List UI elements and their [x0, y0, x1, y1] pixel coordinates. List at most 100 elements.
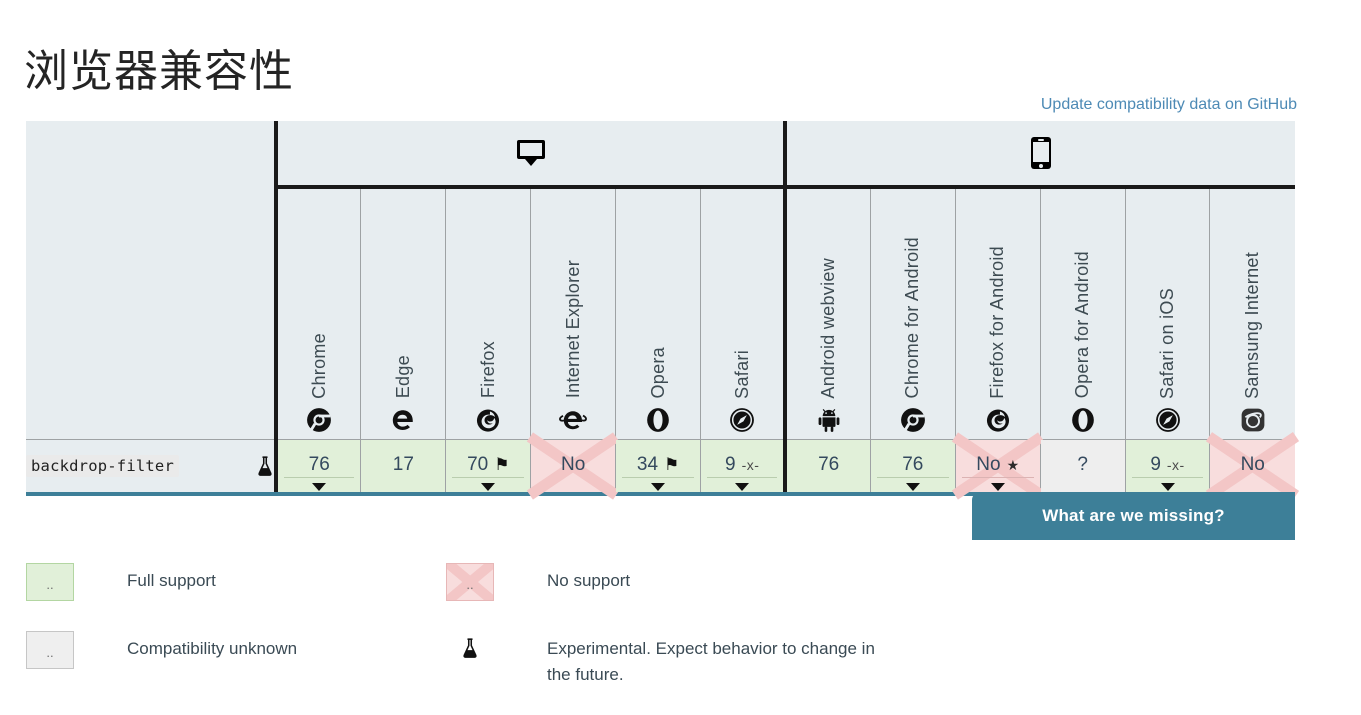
support-version: 76	[308, 454, 330, 476]
browser-header-safari-on-ios[interactable]: Safari on iOS	[1124, 187, 1210, 440]
legend-swatch-dots: ..	[46, 577, 54, 592]
browser-header-row: Chrome Edge Fi	[26, 187, 1295, 440]
chrome-icon	[900, 405, 926, 435]
legend-swatch-full-support: ..	[26, 563, 74, 601]
browser-header-label: Safari	[731, 349, 752, 399]
support-cell-opera-for-android[interactable]: ?	[1039, 439, 1126, 496]
mobile-icon	[1031, 137, 1052, 169]
expand-chevron-icon[interactable]	[278, 483, 360, 491]
legend-label: Compatibility unknown	[127, 639, 298, 658]
legend-swatch-unknown: ..	[26, 631, 74, 669]
browser-header-label: Chrome for Android	[902, 237, 923, 399]
browser-header-label: Chrome	[308, 332, 329, 399]
support-version: 17	[392, 454, 414, 476]
support-version: No	[1240, 454, 1265, 476]
browser-header-label: Opera for Android	[1072, 251, 1093, 399]
browser-header-samsung-internet[interactable]: Samsung Internet	[1209, 187, 1295, 440]
browser-header-label: Safari on iOS	[1157, 287, 1178, 399]
flask-icon	[446, 631, 494, 659]
support-cell-samsung-internet[interactable]: No	[1209, 439, 1295, 496]
browser-header-label: Firefox for Android	[987, 245, 1008, 399]
cell-divider	[961, 477, 1034, 478]
samsung-internet-icon	[1240, 405, 1266, 435]
table-corner-cell	[26, 121, 278, 440]
cell-divider	[452, 477, 525, 478]
platform-header-mobile	[783, 121, 1295, 189]
vendor-prefix-marker: -x-	[741, 456, 760, 473]
browser-header-opera-for-android[interactable]: Opera for Android	[1039, 187, 1126, 440]
feature-row-backdrop-filter: backdrop-filter 76 17	[26, 439, 1295, 496]
page-title: 浏览器兼容性	[24, 47, 294, 97]
firefox-icon	[475, 405, 501, 435]
support-cell-edge[interactable]: 17	[360, 439, 446, 496]
vendor-prefix-marker: -x-	[1166, 456, 1185, 473]
expand-chevron-icon[interactable]	[446, 483, 530, 491]
opera-icon	[1071, 405, 1095, 435]
support-cell-opera[interactable]: 34 ⚑	[615, 439, 701, 496]
expand-chevron-icon[interactable]	[701, 483, 783, 491]
footnote-star-icon: ★	[1006, 456, 1020, 473]
support-version: 9	[1150, 454, 1161, 476]
legend-row: .. Compatibility unknown Experimental. E…	[26, 631, 1306, 688]
support-version: ?	[1077, 454, 1088, 476]
support-version: No	[976, 454, 1001, 476]
update-compatibility-data-link[interactable]: Update compatibility data on GitHub	[1040, 96, 1297, 113]
safari-icon	[729, 405, 755, 435]
support-cell-chrome-for-android[interactable]: 76	[869, 439, 956, 496]
edge-icon	[390, 405, 416, 435]
expand-chevron-icon[interactable]	[616, 483, 700, 491]
legend: .. Full support .. No support .. Compati…	[26, 563, 1306, 715]
legend-swatch-no-support: ..	[446, 563, 494, 601]
browser-header-edge[interactable]: Edge	[360, 187, 446, 440]
browser-header-chrome[interactable]: Chrome	[275, 187, 361, 440]
flag-icon: ⚑	[664, 455, 680, 475]
support-cell-chrome[interactable]: 76	[275, 439, 361, 496]
support-version: 34	[636, 454, 659, 476]
browser-header-safari[interactable]: Safari	[700, 187, 786, 440]
browser-header-label: Samsung Internet	[1242, 251, 1263, 399]
support-cell-android-webview[interactable]: 76	[783, 439, 871, 496]
browser-header-opera[interactable]: Opera	[615, 187, 701, 440]
support-version: 76	[902, 454, 924, 476]
support-cell-safari[interactable]: 9 -x-	[700, 439, 786, 496]
browser-header-android-webview[interactable]: Android webview	[783, 187, 871, 440]
browser-header-label: Firefox	[477, 341, 498, 399]
cell-divider	[707, 477, 778, 478]
legend-item-compatibility-unknown: .. Compatibility unknown	[26, 631, 446, 688]
opera-icon	[646, 405, 670, 435]
support-cell-safari-on-ios[interactable]: 9 -x-	[1124, 439, 1210, 496]
browser-header-firefox-for-android[interactable]: Firefox for Android	[954, 187, 1041, 440]
legend-swatch-dots: ..	[46, 645, 54, 660]
browser-header-chrome-for-android[interactable]: Chrome for Android	[869, 187, 956, 440]
expand-chevron-icon[interactable]	[871, 483, 955, 491]
support-cell-internet-explorer[interactable]: No	[530, 439, 616, 496]
legend-row: .. Full support .. No support	[26, 563, 1306, 601]
expand-chevron-icon[interactable]	[956, 483, 1040, 491]
flag-icon: ⚑	[494, 455, 510, 475]
compatibility-table: Chrome Edge Fi	[26, 121, 1295, 496]
support-cell-firefox-for-android[interactable]: No ★	[954, 439, 1041, 496]
flask-icon	[256, 455, 274, 477]
cell-divider	[1131, 477, 1204, 478]
support-version: 9	[725, 454, 736, 476]
chrome-icon	[306, 405, 332, 435]
feature-name: backdrop-filter	[26, 454, 179, 477]
browser-header-firefox[interactable]: Firefox	[445, 187, 531, 440]
browser-header-internet-explorer[interactable]: Internet Explorer	[530, 187, 616, 440]
support-version: 70	[467, 454, 489, 476]
feature-name-cell[interactable]: backdrop-filter	[26, 439, 278, 496]
platform-header-desktop	[276, 121, 786, 189]
browser-header-label: Opera	[647, 346, 668, 399]
safari-icon	[1155, 405, 1181, 435]
android-icon	[816, 405, 842, 435]
legend-item-full-support: .. Full support	[26, 563, 446, 601]
browser-header-label: Android webview	[818, 257, 839, 399]
legend-item-experimental: Experimental. Expect behavior to change …	[446, 631, 877, 688]
what-are-we-missing-button[interactable]: What are we missing?	[972, 492, 1295, 540]
support-cell-firefox[interactable]: 70 ⚑	[445, 439, 531, 496]
expand-chevron-icon[interactable]	[1126, 483, 1210, 491]
platform-header-row	[26, 121, 1295, 440]
support-version: 76	[818, 454, 840, 476]
cell-divider	[284, 477, 355, 478]
